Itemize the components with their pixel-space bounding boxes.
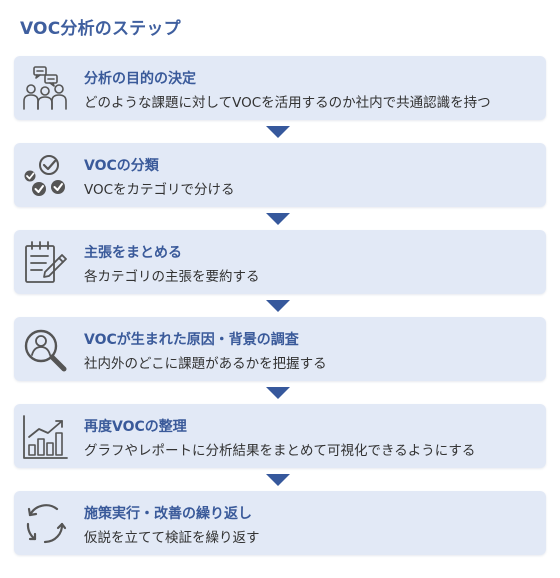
step-2-description: VOCをカテゴリで分ける	[84, 182, 235, 198]
step-6-card: 施策実行・改善の繰り返し 仮説を立てて検証を繰り返す	[14, 491, 546, 555]
cycle-arrows-icon	[21, 500, 69, 548]
person-search-icon	[21, 326, 69, 374]
notepad-pen-icon	[21, 239, 69, 287]
step-5-description: グラフやレポートに分析結果をまとめて可視化できるようにする	[84, 443, 476, 459]
down-arrow-icon	[266, 126, 290, 138]
down-arrow-icon	[266, 474, 290, 486]
checkmarks-icon	[21, 152, 69, 200]
step-6-title: 施策実行・改善の繰り返し	[84, 506, 252, 522]
step-5-card: 再度VOCの整理 グラフやレポートに分析結果をまとめて可視化できるようにする	[14, 404, 546, 468]
step-4-description: 社内外のどこに課題があるかを把握する	[84, 356, 327, 372]
step-2-title: VOCの分類	[84, 158, 159, 174]
step-1-description: どのような課題に対してVOCを活用するのか社内で共通認識を持つ	[84, 95, 491, 111]
meeting-people-icon	[21, 65, 69, 113]
step-5-title: 再度VOCの整理	[84, 419, 187, 435]
step-3-card: 主張をまとめる 各カテゴリの主張を要約する	[14, 230, 546, 294]
step-2-card: VOCの分類 VOCをカテゴリで分ける	[14, 143, 546, 207]
page-title: VOC分析のステップ	[20, 19, 181, 39]
bar-chart-icon	[21, 413, 69, 461]
step-4-title: VOCが生まれた原因・背景の調査	[84, 332, 299, 348]
step-4-card: VOCが生まれた原因・背景の調査 社内外のどこに課題があるかを把握する	[14, 317, 546, 381]
down-arrow-icon	[266, 213, 290, 225]
down-arrow-icon	[266, 387, 290, 399]
step-6-description: 仮説を立てて検証を繰り返す	[84, 530, 260, 546]
step-3-description: 各カテゴリの主張を要約する	[84, 269, 260, 285]
step-1-card: 分析の目的の決定 どのような課題に対してVOCを活用するのか社内で共通認識を持つ	[14, 56, 546, 120]
step-3-title: 主張をまとめる	[84, 245, 182, 261]
down-arrow-icon	[266, 300, 290, 312]
step-1-title: 分析の目的の決定	[84, 71, 196, 87]
